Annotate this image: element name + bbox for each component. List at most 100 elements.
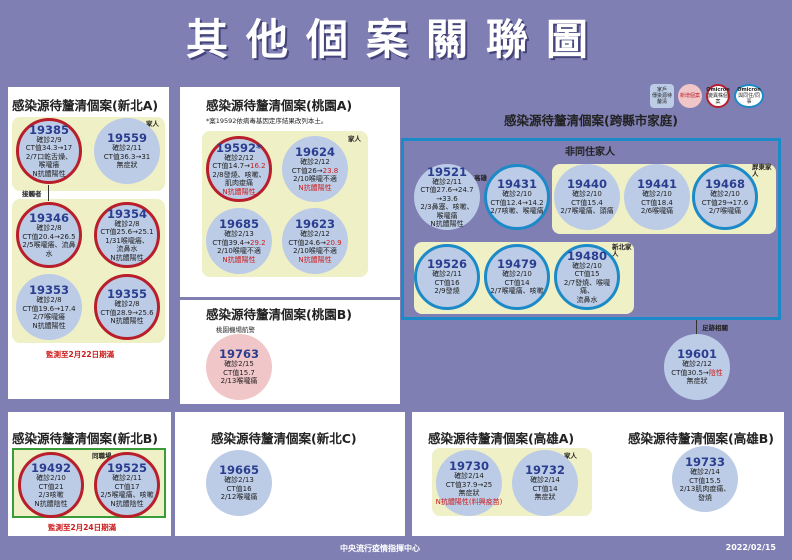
case-19521[interactable]: 19521 確診2/11 CT值27.6→24.7 →33.6 2/3鼻塞、咳嗽… [414,164,480,230]
case-line: N抗體陽性 [298,255,332,264]
case-19601[interactable]: 19601 確診2/12 CT值30.5→陰性 無症狀 [664,334,730,400]
case-line: 無症狀 [686,377,708,386]
family-tag: 家人 [564,452,577,460]
case-line: 確診2/12 [682,360,712,369]
case-line: 確診2/10 [572,190,602,199]
case-line: 2/10喉嚨不適 [217,247,261,255]
case-line: CT值16 [226,484,252,493]
case-line: CT值28.9→25.6 [100,308,154,317]
case-id: 19440 [566,177,607,192]
case-19732[interactable]: 19732 確診2/14 CT值14 無症狀 [512,450,578,516]
family-tag: 家人 [146,120,159,128]
family-tag: 家人 [348,135,361,143]
case-line: 2/7喉嚨痛、咳嗽 [490,287,544,296]
case-id: 19665 [218,463,259,478]
case-line: 2/7喉嚨痛 [708,207,742,216]
case-line: 確診2/13 [224,476,254,485]
case-line: 2/7發燒、喉嚨痛、 [563,278,611,296]
ct-end: 陰性 [708,368,723,377]
case-line: 2/13肌肉痠痛、 [679,485,731,493]
case-id: 19480 [566,248,607,263]
case-line: CT值27.6→24.7 [420,186,474,194]
case-id: 19353 [28,283,69,297]
case-19730[interactable]: 19730 確診2/14 CT值37.9→25 無症狀 N抗體陽性(料興疫苗) [436,450,502,516]
case-id: 19685 [218,217,259,231]
footprint-tag: 足跡相關 [702,324,728,332]
case-id: 19559 [106,131,147,146]
case-line: 流鼻水 [576,295,598,304]
case-line: 2/7口乾舌燥、 [25,152,73,161]
case-19665[interactable]: 19665 確診2/13 CT值16 2/12喉嚨痛 [206,450,272,516]
case-line: 2/12喉嚨痛 [220,493,258,502]
case-line: N抗體陽性 [222,187,256,196]
panel-cross-title: 感染源待釐清個案(跨縣市家庭) [504,113,678,128]
case-line: CT值14 [532,484,558,493]
case-line: 確診2/10 [36,474,66,482]
case-line: CT值24.6→20.9 [288,239,341,248]
case-line: 確診2/8 [36,224,62,232]
case-line: 2/5喉嚨痛、咳嗽 [100,491,154,499]
case-line: N抗體陽性 [430,220,464,228]
case-line: 確診2/14 [690,468,720,476]
legend-omicron2-label: Omicron [737,87,761,93]
case-19526[interactable]: 19526 確診2/11 CT值16 2/9發燒 [414,244,480,310]
case-19440[interactable]: 19440 確診2/10 CT值15.4 2/7喉嚨痛、頭痛 [554,164,620,230]
case-19441[interactable]: 19441 確診2/10 CT值18.4 2/6喉嚨痛 [624,164,690,230]
case-line: CT值17 [114,482,140,491]
case-19346[interactable]: 19346 確診2/8 CT值20.4→26.5 2/5喉嚨癢、流鼻水 [16,202,82,268]
case-19479[interactable]: 19479 確診2/10 CT值14 2/7喉嚨痛、咳嗽 [484,244,550,310]
case-19592[interactable]: 19592* 確診2/12 CT值14.7→16.2 2/8發燒、咳嗽、 肌肉痠… [206,136,272,202]
case-19480[interactable]: 19480 確診2/10 CT值15 2/7發燒、喉嚨痛、 流鼻水 [554,244,620,310]
case-19525[interactable]: 19525 確診2/11 CT值17 2/5喉嚨痛、咳嗽 N抗體陰性 [94,452,160,518]
case-19468[interactable]: 19468 確診2/10 CT值29→17.6 2/7喉嚨痛 [692,164,758,230]
case-line: 確診2/9 [36,135,62,144]
case-line: 2/9發燒 [434,287,460,296]
case-id: 19431 [496,177,537,192]
case-line: CT值39.4→29.2 [212,239,265,248]
case-id: 19592* [215,140,263,155]
case-line: CT值21 [38,482,64,491]
case-line: 喉嚨癢 [38,161,60,170]
case-line: 2/3咳嗽 [38,491,64,499]
case-19733[interactable]: 19733 確診2/14 CT值15.5 2/13肌肉痠痛、 發燒 [672,446,738,512]
case-id: 19354 [106,206,147,221]
case-19624[interactable]: 19624 確診2/12 CT值26→23.8 2/10喉嚨不適 N抗體陽性 [282,136,348,202]
legend-omicron-label: Omicron [706,87,730,93]
case-id: 19730 [448,459,489,473]
case-19763[interactable]: 19763 確診2/15 CT值15.7 2/13喉嚨痛 [206,334,272,400]
case-19354[interactable]: 19354 確診2/8 CT值25.6→25.1 1/31喉嚨癢、 流鼻水 N抗… [94,202,160,268]
case-19385[interactable]: 19385 確診2/9 CT值34.3→17 2/7口乾舌燥、 喉嚨癢 N抗體陽… [16,118,82,184]
case-line: 2/5喉嚨癢、流鼻水 [22,241,76,258]
case-line: 2/8發燒、咳嗽、 [212,170,266,179]
case-19685[interactable]: 19685 確診2/13 CT值39.4→29.2 2/10喉嚨不適 N抗體陽性 [206,208,272,274]
case-19559[interactable]: 19559 確診2/11 CT值36.3→31 無症狀 [94,118,160,184]
case-line: 喉嚨痛 [436,211,458,220]
case-19353[interactable]: 19353 確診2/8 CT值19.6→17.4 2/7喉嚨癢 N抗體陽性 [16,274,82,340]
case-line: 2/7喉嚨痛、頭痛 [560,207,614,216]
ct-start: CT值24.6→ [288,238,327,247]
case-id: 19732 [524,463,565,478]
kaoh-tag: 高雄 [474,174,487,182]
case-line: N抗體陰性 [110,499,144,508]
ct-end: 23.8 [322,166,339,175]
panel-title: 感染源待釐清個案(桃園B) [206,307,352,322]
case-19355[interactable]: 19355 確診2/8 CT值28.9→25.6 N抗體陽性 [94,274,160,340]
case-line: CT值30.5→陰性 [671,369,723,378]
panel-title: 感染源待釐清個案(新北A) [12,98,159,113]
connector-line [48,185,49,201]
case-line: CT值15.5 [689,476,721,485]
case-line: N抗體陽性 [32,169,66,178]
case-line: N抗體陽性 [110,253,144,262]
case-line: 流鼻水 [116,245,138,254]
case-line: CT值25.6→25.1 [100,228,154,237]
case-19431[interactable]: 19431 確診2/10 CT值12.4→14.2 2/7咳嗽、喉嚨痛 [484,164,550,230]
colleague-tag: 同職場 [92,452,112,460]
panel-ty-a: 感染源待釐清個案(桃園A) *案19592依病毒基因定序結果改列本土。 家人 [180,87,400,297]
case-line: 肌肉痠痛 [225,179,253,188]
case-19492[interactable]: 19492 確診2/10 CT值21 2/3咳嗽 N抗體陰性 [18,452,84,518]
legend-new: 新增個案 [678,84,702,108]
case-19623[interactable]: 19623 確診2/12 CT值24.6→20.9 2/10喉嚨不適 N抗體陽性 [282,208,348,274]
case-line: 無症狀 [534,493,556,502]
